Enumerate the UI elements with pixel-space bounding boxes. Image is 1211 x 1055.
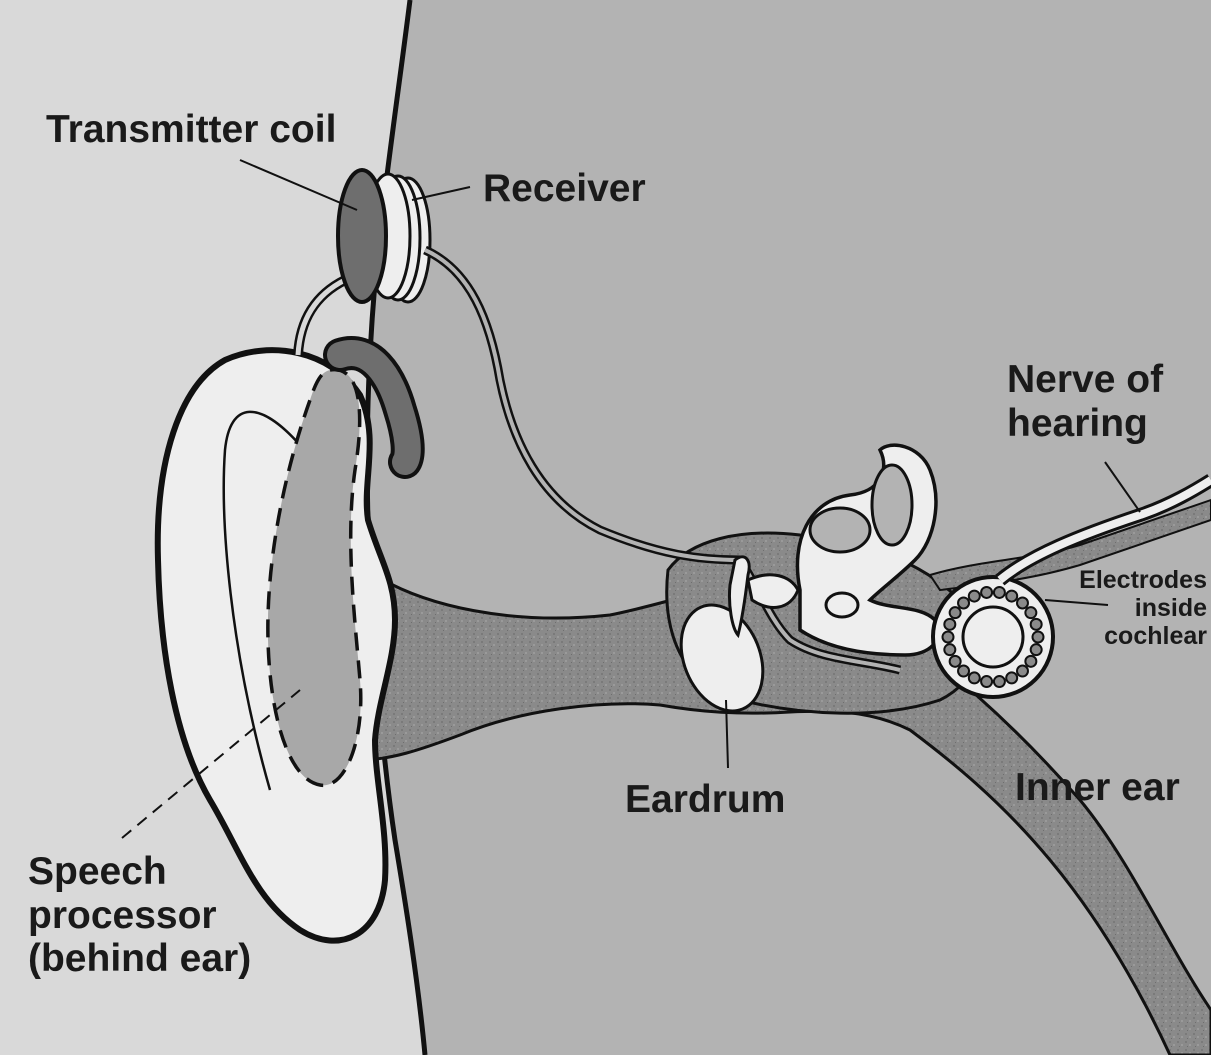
- label-speech-processor: Speech processor (behind ear): [28, 850, 251, 981]
- electrode-bead: [1006, 591, 1017, 602]
- electrode-bead: [981, 587, 992, 598]
- electrode-bead: [1031, 644, 1042, 655]
- label-transmitter-coil: Transmitter coil: [46, 108, 336, 152]
- electrode-bead: [944, 644, 955, 655]
- canal-loop-3: [826, 593, 858, 617]
- label-eardrum: Eardrum: [625, 778, 785, 822]
- electrode-bead: [1025, 656, 1036, 667]
- electrode-bead: [958, 666, 969, 677]
- electrode-bead: [994, 587, 1005, 598]
- label-nerve-of-hearing: Nerve of hearing: [1007, 358, 1163, 445]
- electrode-bead: [1025, 607, 1036, 618]
- electrode-bead: [1033, 632, 1044, 643]
- cochlea-inner: [963, 607, 1023, 667]
- canal-loop-2: [810, 508, 870, 552]
- electrode-bead: [969, 672, 980, 683]
- transmitter-coil: [338, 170, 386, 302]
- electrode-bead: [969, 591, 980, 602]
- incus: [748, 575, 798, 608]
- electrode-bead: [994, 676, 1005, 687]
- electrode-bead: [981, 676, 992, 687]
- electrode-bead: [1031, 619, 1042, 630]
- label-inner-ear: Inner ear: [1015, 766, 1180, 810]
- electrode-bead: [1017, 597, 1028, 608]
- electrode-bead: [1017, 666, 1028, 677]
- electrode-bead: [958, 597, 969, 608]
- electrode-bead: [950, 656, 961, 667]
- electrode-bead: [1006, 672, 1017, 683]
- electrode-bead: [950, 607, 961, 618]
- electrode-bead: [943, 632, 954, 643]
- electrode-bead: [944, 619, 955, 630]
- canal-loop-1: [872, 465, 912, 545]
- label-receiver: Receiver: [483, 167, 646, 211]
- label-electrodes-inside-cochlear: Electrodes inside cochlear: [1079, 566, 1207, 650]
